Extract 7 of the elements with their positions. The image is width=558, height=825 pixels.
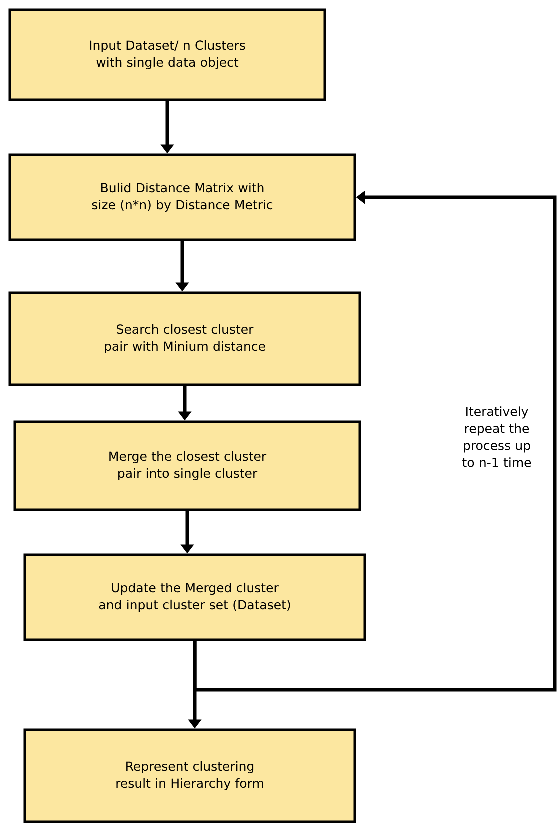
process-box: Input Dataset/ n Clusters with single data object: [8, 8, 326, 102]
process-box: Represent clustering result in Hierarchy form: [24, 728, 356, 824]
process-box: Bulid Distance Matrix with size (n*n) by Distance Metric: [8, 154, 356, 242]
edge-label: Iteratively repeat the process up to n-1 time: [459, 404, 535, 470]
process-box: Search closest cluster pair with Minium distance: [8, 292, 362, 386]
process-box: Update the Merged cluster and input cluster set (Dataset): [24, 554, 366, 642]
process-box: Merge the closest cluster pair into single cluster: [14, 420, 362, 512]
